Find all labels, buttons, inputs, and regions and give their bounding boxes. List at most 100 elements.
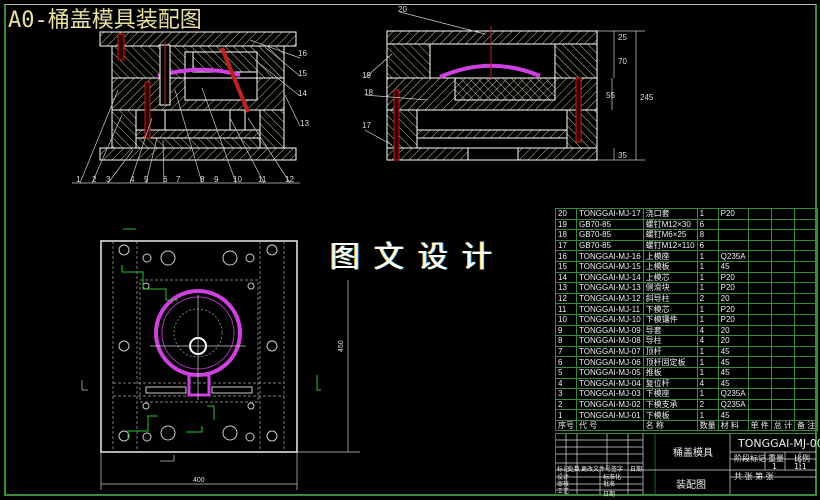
- bom-header-code: 代 号: [576, 419, 644, 432]
- bom-cell-material: 45: [717, 409, 749, 421]
- bom-cell-name: 侧滑块: [642, 282, 698, 294]
- sign-standard: 标准化: [603, 474, 622, 481]
- title-block: 桶盖模具 装配图 TONGGAI-MJ-00 阶段标记 重量 比例 1 1:1 …: [555, 433, 820, 498]
- bom-cell-empty: [770, 398, 796, 411]
- bom-cell-qty: 1: [696, 388, 719, 400]
- bom-cell-code: TONGGAI-MJ-05: [576, 366, 644, 379]
- bom-cell-material: P20: [717, 208, 749, 220]
- watermark: 图文设计: [330, 240, 506, 275]
- sign-design: 设计: [557, 474, 570, 481]
- bom-cell-empty: [770, 345, 796, 358]
- bom-cell-empty: [747, 208, 772, 220]
- bom-cell-no: 6: [555, 356, 577, 368]
- front-section-view: [72, 31, 301, 184]
- bom-cell-no: 3: [555, 388, 577, 400]
- bom-cell-material: P20: [717, 303, 749, 315]
- bom-cell-code: TONGGAI-MJ-07: [576, 345, 644, 358]
- bom-cell-name: 导套: [642, 324, 698, 337]
- bom-cell-qty: 1: [696, 345, 719, 358]
- plan-view-dimensions: 400 450: [193, 340, 345, 484]
- svg-text:17: 17: [362, 121, 371, 130]
- bom-cell-empty: [794, 398, 819, 411]
- bom-cell-empty: [794, 239, 819, 252]
- bom-header-row: 序号 代 号 名 称 数量 材 料 单 件 总 计 备 注: [555, 419, 819, 432]
- drawing-name: 装配图: [676, 480, 706, 491]
- dim-55: 55: [606, 91, 615, 100]
- svg-text:9: 9: [214, 175, 219, 184]
- svg-text:16: 16: [298, 49, 307, 58]
- drawing-title: A0-桶盖模具装配图: [8, 8, 202, 33]
- bom-cell-material: P20: [717, 271, 749, 284]
- bom-cell-empty: [747, 282, 772, 294]
- bom-cell-qty: 1: [696, 356, 719, 368]
- bom-cell-name: 推板: [642, 366, 698, 379]
- bom-cell-code: TONGGAI-MJ-02: [576, 398, 644, 411]
- bom-cell-empty: [770, 409, 796, 421]
- bom-cell-empty: [770, 208, 796, 220]
- bom-header-total-weight: 总 计: [770, 419, 796, 432]
- bom-cell-no: 18: [555, 229, 577, 241]
- bom-cell-no: 12: [555, 292, 577, 305]
- bom-cell-code: TONGGAI-MJ-15: [576, 260, 644, 273]
- bom-cell-empty: [770, 313, 796, 326]
- bom-cell-empty: [794, 377, 819, 390]
- svg-text:15: 15: [298, 69, 307, 78]
- svg-text:2: 2: [92, 175, 97, 184]
- bom-cell-material: 45: [717, 356, 749, 368]
- stage-label: 阶段标记: [734, 454, 766, 463]
- bom-cell-empty: [747, 345, 772, 358]
- bom-cell-qty: 1: [696, 366, 719, 379]
- bom-cell-material: Q235A: [717, 398, 749, 411]
- bom-cell-code: TONGGAI-MJ-08: [576, 335, 644, 347]
- bom-cell-no: 17: [555, 239, 577, 252]
- bom-cell-name: 下模座: [642, 388, 698, 400]
- bom-cell-name: 下模支承: [642, 398, 698, 411]
- bom-cell-empty: [747, 303, 772, 315]
- bom-cell-qty: 8: [696, 229, 719, 241]
- weight-label: 重量: [768, 454, 784, 463]
- sheet-info: 共 张 第 张: [734, 472, 774, 481]
- svg-text:6: 6: [163, 175, 168, 184]
- quantity: 1: [772, 462, 778, 471]
- bom-cell-material: P20: [717, 282, 749, 294]
- bom-cell-code: TONGGAI-MJ-11: [576, 303, 644, 315]
- bom-header-qty: 数量: [696, 419, 719, 432]
- sign-approve: 批准: [603, 481, 616, 488]
- svg-text:1: 1: [76, 175, 81, 184]
- bom-cell-empty: [747, 377, 772, 390]
- bom-cell-name: 顶杆: [642, 345, 698, 358]
- bom-cell-material: 45: [717, 260, 749, 273]
- bom-cell-material: [717, 218, 749, 231]
- dim-25: 25: [618, 33, 627, 42]
- bom-cell-empty: [747, 250, 772, 262]
- bom-cell-empty: [747, 335, 772, 347]
- bom-cell-empty: [794, 409, 819, 421]
- drawing-number: TONGGAI-MJ-00: [738, 437, 820, 450]
- bom-cell-empty: [770, 282, 796, 294]
- bom-cell-no: 20: [555, 208, 577, 220]
- dim-450: 450: [338, 340, 345, 352]
- bom-cell-name: 斜导柱: [642, 292, 698, 305]
- bom-cell-empty: [747, 313, 772, 326]
- dim-70: 70: [618, 57, 627, 66]
- bom-cell-name: 螺钉M6×25: [642, 229, 698, 241]
- bom-cell-empty: [770, 303, 796, 315]
- dim-35: 35: [618, 151, 627, 160]
- bom-cell-code: TONGGAI-MJ-09: [576, 324, 644, 337]
- bom-cell-material: 20: [717, 335, 749, 347]
- bom-cell-empty: [747, 239, 772, 252]
- bom-cell-qty: 1: [696, 313, 719, 326]
- bom-cell-empty: [794, 208, 819, 220]
- bom-cell-name: 复位杆: [642, 377, 698, 390]
